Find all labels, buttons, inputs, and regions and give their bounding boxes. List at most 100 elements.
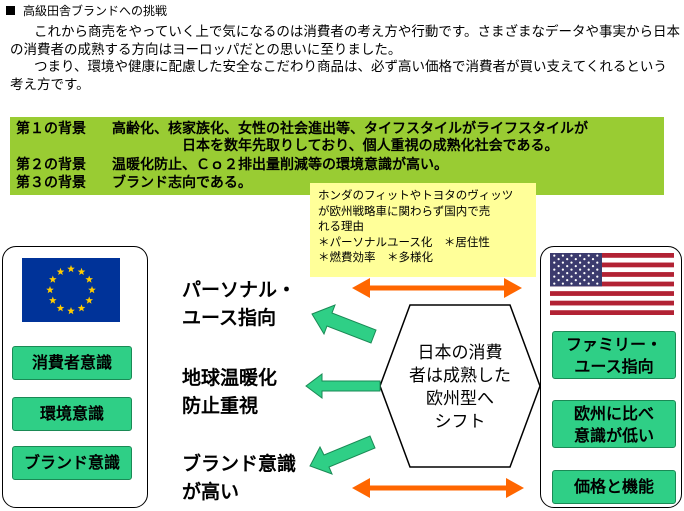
eu-flag-icon (22, 258, 120, 322)
us-star (591, 265, 595, 268)
eu-star (56, 267, 65, 276)
us-stripe (550, 257, 674, 263)
car-reason-note: ホンダのフィットやトヨタのヴィッツ が欧州戦略車に関わらず国内で売 れる理由 ＊… (310, 183, 536, 277)
us-star (596, 268, 599, 271)
us-star (583, 279, 586, 282)
eu-star (67, 265, 75, 273)
us-star (570, 275, 573, 278)
us-stripe (550, 267, 674, 273)
eu-star (85, 275, 93, 283)
us-star (553, 254, 556, 257)
us-star (566, 258, 569, 261)
us-star (583, 272, 586, 275)
eu-star (77, 267, 86, 276)
background-row-3: 第３の背景ブランド志向である。 (16, 175, 252, 191)
us-stripe (550, 286, 674, 292)
us-stripe (550, 300, 674, 306)
us-star (574, 272, 577, 275)
brand-high-label: ブランド意識 が高い (182, 453, 297, 503)
intro-paragraph-1: これから商売をやっていく上で気になるのは消費者の考え方や行動です。さまざまなデー… (10, 24, 680, 58)
eu-star (49, 296, 57, 304)
us-stripe (550, 262, 674, 268)
hexagon-text: 日本の消費 者は成熟した 欧州型へ シフト (409, 343, 511, 432)
us-star (579, 254, 582, 257)
us-flag-icon (550, 253, 674, 315)
eu-star (56, 304, 65, 312)
us-star (553, 282, 556, 285)
us-stripe (550, 281, 674, 287)
family-use-box: ファミリー・ ユース指向 (552, 331, 676, 379)
note-line: ＊パーソナルユース化 ＊居住性 (318, 234, 490, 249)
us-star (591, 279, 595, 282)
us-stripe (550, 272, 674, 278)
us-star (566, 272, 569, 275)
us-star (579, 275, 582, 278)
lower-awareness-box: 欧州に比べ 意識が低い (552, 400, 676, 448)
us-star (596, 282, 599, 285)
us-star (557, 279, 560, 282)
us-star (574, 258, 577, 261)
background-row-2: 第２の背景温暖化防止、Ｃｏ２排出量削減等の環境意識が高い。 (16, 157, 448, 173)
us-star (561, 275, 564, 278)
us-stripe (550, 305, 674, 311)
eu-star (88, 286, 96, 294)
us-star (557, 258, 560, 261)
us-star (566, 265, 569, 268)
us-star (561, 254, 564, 257)
intro-paragraph-2: つまり、環境や健康に配慮した安全なこだわり商品は、必ず高い価格で消費者が買い支え… (10, 59, 667, 93)
double-arrow-bottom (352, 478, 524, 498)
us-star (570, 254, 573, 257)
us-star (596, 275, 599, 278)
us-star (591, 272, 595, 275)
us-star (553, 275, 556, 278)
consumer-awareness-box: 消費者意識 (12, 346, 132, 380)
us-star (596, 254, 599, 257)
eu-star (49, 275, 57, 283)
us-star (591, 258, 595, 261)
eu-star (67, 307, 75, 315)
intro-text: これから商売をやっていく上で気になるのは消費者の考え方や行動です。さまざまなデー… (10, 24, 680, 94)
background-band: 第１の背景高齢化、核家族化、女性の社会進出等、タイフスタイルがライフスタイルが … (10, 117, 664, 195)
double-arrow-top (352, 278, 522, 298)
us-star (583, 265, 586, 268)
square-bullet-icon (6, 6, 15, 15)
us-stripe (550, 291, 674, 297)
us-star (570, 282, 573, 285)
brand-awareness-box: ブランド意識 (12, 446, 132, 480)
us-star (587, 282, 590, 285)
eu-star (77, 304, 86, 312)
arrow-to-warming (305, 373, 381, 399)
us-star (579, 261, 582, 264)
price-function-box: 価格と機能 (552, 470, 676, 504)
us-star (553, 261, 556, 264)
section-heading: 高級田舎ブランドへの挑戦 (6, 4, 167, 18)
us-stripe (550, 310, 674, 315)
us-star (579, 282, 582, 285)
us-star (587, 261, 590, 264)
background-row-1: 第１の背景高齢化、核家族化、女性の社会進出等、タイフスタイルがライフスタイルが (16, 121, 588, 137)
us-star (561, 282, 564, 285)
us-star (557, 265, 560, 268)
warming-prevention-label: 地球温暖化 防止重視 (182, 367, 278, 417)
us-star (561, 261, 564, 264)
us-star (566, 279, 569, 282)
note-line: ＊燃費効率 ＊多様化 (318, 250, 433, 264)
us-star (574, 279, 577, 282)
us-star (561, 268, 564, 271)
us-stripe (550, 253, 674, 259)
us-star (579, 268, 582, 271)
us-star (553, 268, 556, 271)
us-star (570, 261, 573, 264)
note-line: ホンダのフィットやトヨタのヴィッツ (318, 188, 514, 202)
us-star (570, 268, 573, 271)
us-star (587, 254, 590, 257)
us-star (587, 268, 590, 271)
arrow-to-brand (309, 435, 376, 475)
us-star (587, 275, 590, 278)
us-star (574, 265, 577, 268)
us-star (596, 261, 599, 264)
personal-use-label: パーソナル・ ユース指向 (182, 279, 297, 329)
us-star (557, 272, 560, 275)
environment-awareness-box: 環境意識 (12, 397, 132, 431)
note-line: れる理由 (318, 219, 364, 233)
